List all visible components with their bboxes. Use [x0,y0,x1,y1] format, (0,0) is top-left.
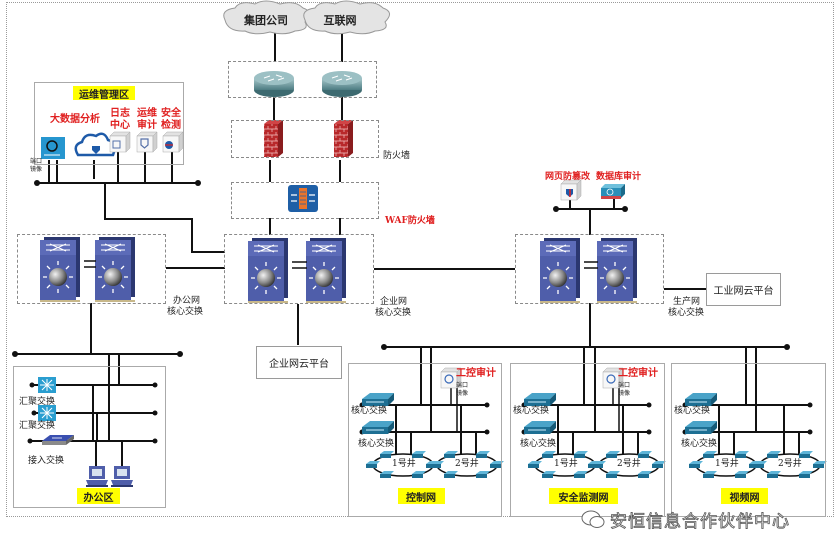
cloud-group-company-label: 集团公司 [244,14,288,27]
enterprise-core-label-line2: 核心交换 [375,308,412,318]
big-data-label: 大数据分析 [50,114,100,125]
ops-zone-title: 运维管理区 [73,86,135,101]
ring-label-2: 2号井 [617,459,641,469]
production-zone-title: 安全监测网 [549,488,618,504]
industrial-cloud-platform: 工业网云平台 [706,273,781,306]
core-switch-label: 核心交换 [681,439,718,449]
production-zone-network [682,392,827,478]
ops-audit-label-1: 运维 [137,108,157,119]
firewall-icon [334,120,353,157]
firewall-group [231,120,379,158]
core-switch-label: 核心交换 [351,406,388,416]
ops-audit-label-2: 审计 [137,120,157,131]
ring-label-1: 1号井 [392,459,416,469]
enterprise-cloud-platform: 企业网云平台 [256,346,342,379]
production-core-group [515,234,664,304]
core-switch-label: 核心交换 [358,439,395,449]
log-center-label-1: 日志 [110,108,130,119]
port-mirror-label: 端口 [618,382,631,389]
production-core-label-line1: 生产网 [673,297,701,307]
db-audit-label: 数据库审计 [596,172,642,182]
aggregation-switch-icon [38,405,56,421]
aggregation-switch-icon [38,377,56,393]
office-zone [13,366,166,508]
core-switch-label: 核心交换 [513,406,550,416]
web-tamper-label: 网页防篡改 [545,172,591,182]
firewall-icon [264,120,283,157]
wechat-logo-icon [580,508,606,530]
cloud-internet-label: 互联网 [323,14,357,27]
router-icon [322,71,362,97]
port-mirror-label: 端口 [456,382,469,389]
port-mirror-label-1: 端口 [30,158,43,165]
office-zone-title: 办公区 [77,488,120,504]
production-zone [348,363,502,517]
waf-group [231,182,379,219]
port-mirror-label: 镜像 [618,390,631,397]
agg-switch-label-1: 汇聚交换 [19,397,56,407]
firewall-label: 防火墙 [383,151,411,161]
ring-label-2: 2号井 [455,459,479,469]
port-mirror-label-2: 镜像 [30,166,43,173]
watermark-text: 安恒信息合作伙伴中心 [610,512,790,533]
office-core-label-line1: 办公网 [173,296,201,306]
cloud-internet-icon [303,0,390,35]
production-zone-network [359,367,504,478]
access-switch-icon [42,435,74,445]
office-core-group [17,234,166,304]
big-data-probe-icon [41,137,65,159]
production-zone-title: 视频网 [721,488,768,504]
security-detection-label-1: 安全 [161,108,181,119]
port-mirror-label: 镜像 [456,390,469,397]
waf-label: WAF防火墙 [385,216,435,226]
database-audit-icon [601,184,625,199]
log-center-label-2: 中心 [110,120,130,131]
ring-label-1: 1号井 [715,459,739,469]
production-zone-title: 控制网 [397,488,445,504]
ops-management-zone [34,82,184,165]
ics-audit-label: 工控审计 [618,368,658,379]
router-icon [254,71,294,97]
office-core-label-line2: 核心交换 [167,307,204,317]
core-switch-label: 核心交换 [520,439,557,449]
enterprise-core-group [224,234,374,304]
core-switch-label: 核心交换 [674,406,711,416]
production-zone [671,363,826,517]
waf-icon [288,185,318,212]
security-detection-label-2: 检测 [161,120,181,131]
ics-audit-label: 工控审计 [456,368,496,379]
enterprise-core-label-line1: 企业网 [380,297,408,307]
router-group [228,61,377,98]
production-core-label-line2: 核心交换 [668,308,705,318]
agg-switch-label-2: 汇聚交换 [19,421,56,431]
production-zone-network [521,367,666,478]
ring-label-1: 1号井 [554,459,578,469]
access-switch-label: 接入交换 [28,456,65,466]
ring-label-2: 2号井 [778,459,802,469]
